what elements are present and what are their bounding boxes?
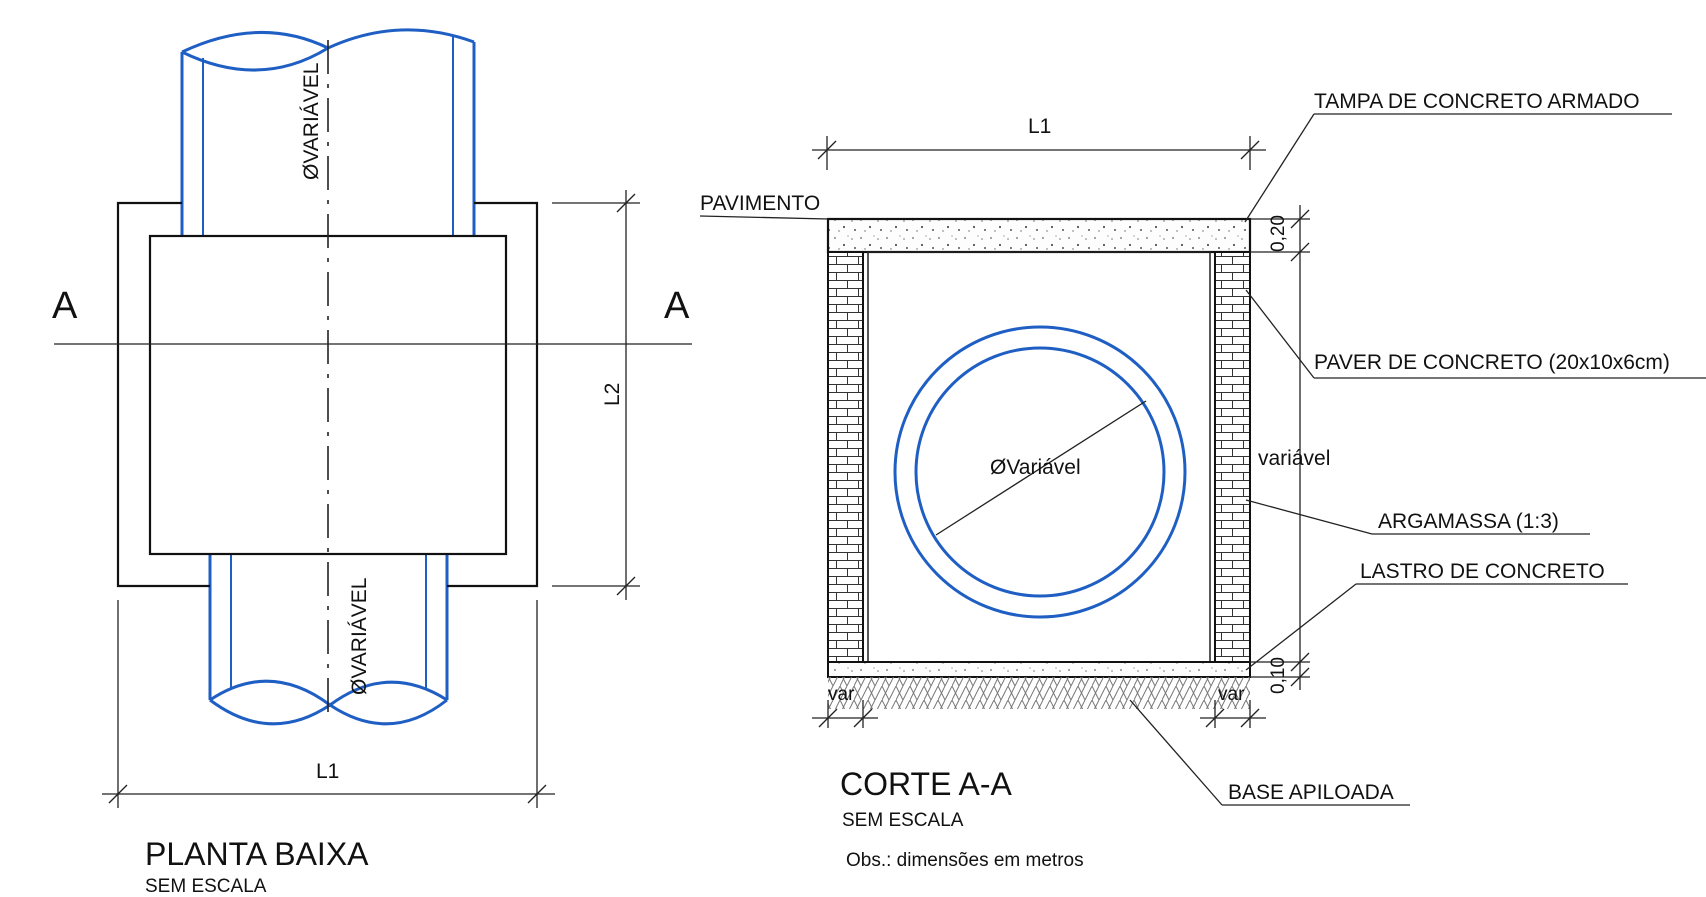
svg-text:TAMPA DE CONCRETO ARMADO: TAMPA DE CONCRETO ARMADO xyxy=(1314,90,1640,113)
svg-text:ARGAMASSA (1:3): ARGAMASSA (1:3) xyxy=(1378,510,1559,533)
section-dimension-l1: L1 xyxy=(812,115,1266,170)
svg-text:var: var xyxy=(828,684,855,705)
left-brick-wall xyxy=(827,251,864,663)
svg-text:L2: L2 xyxy=(601,383,624,406)
section-dimension-height: 0,20 0,10 variável xyxy=(1250,205,1330,694)
concrete-bed xyxy=(827,661,1251,678)
section-marker-right: A xyxy=(664,285,690,327)
callout-lastro: LASTRO DE CONCRETO xyxy=(1245,560,1628,671)
concrete-cover-slab xyxy=(826,217,1252,254)
callout-base: BASE APILOADA xyxy=(1129,699,1410,806)
svg-text:var: var xyxy=(1218,684,1245,705)
section-note: Obs.: dimensões em metros xyxy=(846,850,1084,871)
callout-argamassa: ARGAMASSA (1:3) xyxy=(1245,499,1590,535)
svg-text:L1: L1 xyxy=(1028,115,1051,138)
pipe-inner-circle xyxy=(914,346,1166,598)
plan-dimension-l2: L2 xyxy=(552,190,640,600)
plan-scale: SEM ESCALA xyxy=(145,876,267,897)
plan-title: PLANTA BAIXA xyxy=(145,836,369,872)
svg-text:0,20: 0,20 xyxy=(1268,215,1289,252)
section-dimension-wall: var var xyxy=(812,684,1266,728)
svg-text:PAVER DE CONCRETO (20x10x6cm): PAVER DE CONCRETO (20x10x6cm) xyxy=(1314,351,1670,374)
svg-text:0,10: 0,10 xyxy=(1268,657,1289,694)
svg-text:LASTRO DE CONCRETO: LASTRO DE CONCRETO xyxy=(1360,560,1605,583)
svg-text:BASE APILOADA: BASE APILOADA xyxy=(1228,781,1394,804)
plan-view: A A ØVARIÁVEL ØVARIÁVEL L2 L1 PLANTA BAI… xyxy=(52,28,692,897)
section-scale: SEM ESCALA xyxy=(842,810,964,831)
compacted-base xyxy=(828,677,1250,709)
pipe-outer-circle xyxy=(893,325,1187,619)
callout-paver: PAVER DE CONCRETO (20x10x6cm) xyxy=(1245,289,1706,379)
section-marker-left: A xyxy=(52,285,78,327)
plan-dimension-l1: L1 xyxy=(102,600,555,808)
svg-text:PAVIMENTO: PAVIMENTO xyxy=(700,192,820,215)
callout-pavimento: PAVIMENTO xyxy=(699,192,829,220)
svg-text:variável: variável xyxy=(1258,447,1330,470)
plan-pipe-bottom xyxy=(208,555,449,726)
callout-tampa: TAMPA DE CONCRETO ARMADO xyxy=(1244,90,1672,223)
plan-outer-box xyxy=(116,201,539,588)
pipe-diameter-label: ØVariável xyxy=(990,456,1081,479)
right-brick-wall xyxy=(1214,251,1251,663)
plan-diameter-top-label: ØVARIÁVEL xyxy=(300,63,323,181)
section-view: L1 ØVariável 0,20 xyxy=(699,90,1706,871)
svg-text:L1: L1 xyxy=(316,760,339,783)
section-title: CORTE A-A xyxy=(840,766,1013,802)
plan-diameter-bottom-label: ØVARIÁVEL xyxy=(348,578,371,696)
